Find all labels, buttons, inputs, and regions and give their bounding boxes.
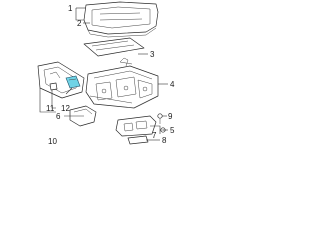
lower-bracket bbox=[127, 135, 149, 145]
bolt-icon bbox=[157, 113, 163, 124]
callout-9: 9 bbox=[168, 112, 173, 121]
seat-parts-diagram: 1 2 3 4 5 6 7 8 9 10 11 12 bbox=[37, 1, 175, 146]
callout-8: 8 bbox=[162, 136, 167, 145]
callout-11: 11 bbox=[46, 104, 55, 113]
small-knob bbox=[49, 82, 58, 91]
callout-4: 4 bbox=[170, 80, 175, 89]
switch-bezel bbox=[115, 115, 157, 137]
callout-12: 12 bbox=[61, 104, 70, 113]
seat-adjust-switch bbox=[65, 75, 81, 89]
leader-lines bbox=[39, 7, 168, 141]
callout-1: 1 bbox=[68, 4, 73, 13]
seat-cushion-cover bbox=[83, 1, 159, 38]
callout-3: 3 bbox=[150, 50, 155, 59]
callout-2: 2 bbox=[77, 19, 82, 28]
callout-5: 5 bbox=[170, 126, 175, 135]
callout-7: 7 bbox=[152, 131, 157, 140]
callout-6: 6 bbox=[56, 112, 61, 121]
seat-frame-assembly bbox=[85, 57, 159, 109]
callout-10: 10 bbox=[48, 137, 57, 146]
cushion-pad bbox=[83, 37, 145, 57]
